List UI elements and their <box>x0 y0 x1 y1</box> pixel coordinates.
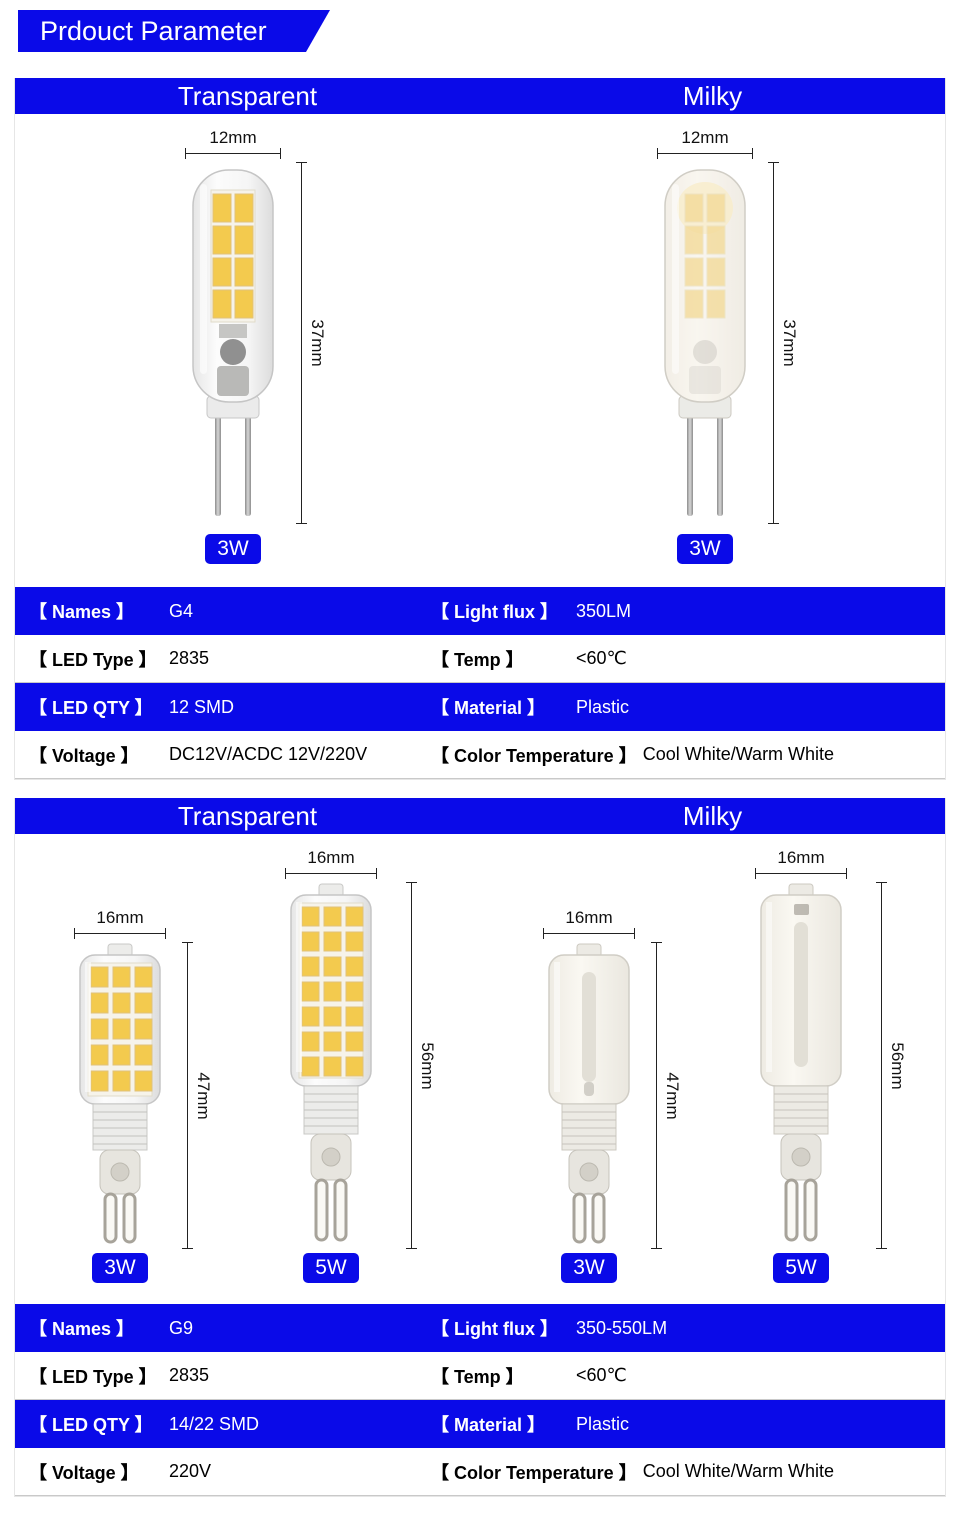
spec-value: <60℃ <box>576 1365 627 1385</box>
spec-label: 【 Temp 】 <box>431 649 524 670</box>
wattage-badge: 3W <box>677 534 733 564</box>
spec-value: 350-550LM <box>576 1317 668 1338</box>
spec-row: 【 Voltage 】 220V 【 Color Temperature 】Coo… <box>15 1448 945 1496</box>
width-dimension-label: 16mm <box>777 848 825 867</box>
g4-column-header: Transparent Milky <box>15 78 945 114</box>
spec-value: 350LM <box>576 600 632 621</box>
width-dimension-label: 16mm <box>565 908 613 927</box>
height-dimension: 56mm <box>406 882 437 1249</box>
spec-label: 【 Material 】 <box>431 1415 546 1435</box>
height-dimension: 47mm <box>651 942 682 1249</box>
height-dimension-label: 47mm <box>663 1071 682 1120</box>
height-dimension-label: 47mm <box>194 1071 213 1120</box>
spec-label: 【 Names 】 <box>29 602 135 622</box>
wattage-badge: 5W <box>773 1253 829 1283</box>
wattage-badge: 3W <box>92 1253 148 1283</box>
height-dimension: 37mm <box>768 162 799 524</box>
spec-value: G9 <box>169 1317 194 1338</box>
g9-section: Transparent Milky 16mm <box>14 798 946 1497</box>
spec-label: 【 Light flux 】 <box>431 1319 558 1339</box>
spec-value: 12 SMD <box>169 696 235 717</box>
height-dimension-label: 56mm <box>418 1041 437 1090</box>
dimension-line <box>755 868 847 879</box>
bulb-image-g9-5w-milky <box>760 883 842 1242</box>
dimension-line <box>543 928 635 939</box>
height-dimension: 47mm <box>182 942 213 1249</box>
spec-value: <60℃ <box>576 648 627 668</box>
column-header-milky: Milky <box>682 81 743 111</box>
page-title: Prdouct Parameter <box>18 10 330 52</box>
spec-label: 【 Temp 】 <box>431 1366 524 1387</box>
width-dimension: 12mm <box>185 128 281 159</box>
spec-value: Cool White/Warm White <box>642 1461 835 1481</box>
width-dimension-label: 16mm <box>307 848 355 867</box>
wattage-badge: 3W <box>205 534 261 564</box>
width-dimension: 16mm <box>285 848 377 879</box>
height-dimension: 37mm <box>296 162 327 524</box>
width-dimension-label: 12mm <box>209 128 257 147</box>
height-dimension: 56mm <box>876 882 907 1249</box>
spec-label: 【 LED QTY 】 <box>29 698 153 718</box>
spec-label: 【 Color Temperature 】 <box>431 1462 637 1483</box>
wattage-badge: 5W <box>303 1253 359 1283</box>
bulb-image-g9-5w-transparent <box>290 883 372 1242</box>
width-dimension: 16mm <box>543 908 635 939</box>
spec-row: 【 LED QTY 】 12 SMD 【 Material 】 Plastic <box>15 683 945 731</box>
spec-value: 2835 <box>169 1365 210 1385</box>
g4-bulb-display: 12mm 37mm 3W 12mm <box>15 114 945 587</box>
width-dimension-label: 16mm <box>96 908 144 927</box>
column-header-transparent: Transparent <box>177 801 318 831</box>
spec-value: 220V <box>169 1461 212 1481</box>
bulb-image-g9-3w-transparent <box>79 943 161 1244</box>
spec-value: Plastic <box>576 696 630 717</box>
height-dimension-label: 56mm <box>888 1041 907 1090</box>
column-header-transparent: Transparent <box>177 81 318 111</box>
wattage-badge: 3W <box>561 1253 617 1283</box>
spec-value: G4 <box>169 600 194 621</box>
bulb-image-g9-3w-milky <box>548 943 630 1244</box>
spec-label: 【 Color Temperature 】 <box>431 745 637 766</box>
bulb-image-g4-milky <box>664 169 746 516</box>
bulb-image-g4-transparent <box>192 169 274 516</box>
dimension-line <box>185 148 281 159</box>
height-dimension-label: 37mm <box>308 319 327 367</box>
spec-row: 【 Names 】 G4 【 Light flux 】 350LM <box>15 587 945 635</box>
g9-column-header: Transparent Milky <box>15 798 945 834</box>
spec-value: DC12V/ACDC 12V/220V <box>169 744 368 764</box>
spec-row: 【 Names 】 G9 【 Light flux 】 350-550LM <box>15 1304 945 1352</box>
spec-label: 【 Material 】 <box>431 698 546 718</box>
dimension-line <box>74 928 166 939</box>
spec-row: 【 Voltage 】 DC12V/ACDC 12V/220V 【 Color T… <box>15 731 945 779</box>
g9-bulb-display: 16mm 47mm 3W <box>15 834 945 1304</box>
spec-row: 【 LED Type 】 2835 【 Temp 】 <60℃ <box>15 1352 945 1400</box>
dimension-line <box>657 148 753 159</box>
width-dimension: 12mm <box>657 128 753 159</box>
spec-label: 【 LED QTY 】 <box>29 1415 153 1435</box>
spec-label: 【 LED Type 】 <box>29 649 157 670</box>
width-dimension: 16mm <box>74 908 166 939</box>
g9-spec-table: 【 Names 】 G9 【 Light flux 】 350-550LM 【 LE… <box>15 1304 945 1496</box>
spec-label: 【 Voltage 】 <box>29 745 139 766</box>
dimension-line <box>285 868 377 879</box>
g4-section: Transparent Milky 12mm 37m <box>14 78 946 780</box>
spec-value: 2835 <box>169 648 210 668</box>
height-dimension-label: 37mm <box>780 319 799 367</box>
spec-value: 14/22 SMD <box>169 1413 260 1434</box>
width-dimension: 16mm <box>755 848 847 879</box>
spec-label: 【 Light flux 】 <box>431 602 558 622</box>
spec-label: 【 Voltage 】 <box>29 1462 139 1483</box>
spec-label: 【 LED Type 】 <box>29 1366 157 1387</box>
spec-row: 【 LED Type 】 2835 【 Temp 】 <60℃ <box>15 635 945 683</box>
spec-label: 【 Names 】 <box>29 1319 135 1339</box>
section-divider <box>0 780 960 798</box>
spec-value: Cool White/Warm White <box>642 744 835 764</box>
g4-spec-table: 【 Names 】 G4 【 Light flux 】 350LM 【 LED Ty… <box>15 587 945 779</box>
width-dimension-label: 12mm <box>681 128 729 147</box>
spec-row: 【 LED QTY 】 14/22 SMD 【 Material 】 Plastic <box>15 1400 945 1448</box>
spec-value: Plastic <box>576 1413 630 1434</box>
column-header-milky: Milky <box>682 801 743 831</box>
